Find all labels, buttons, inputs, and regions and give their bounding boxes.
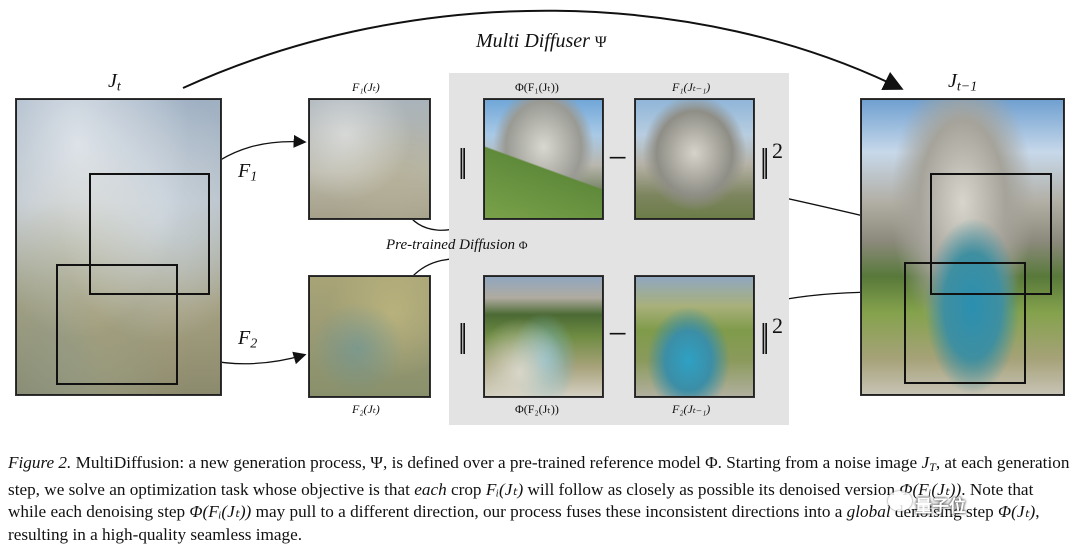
crop2-caption: F₂(Jₜ) — [352, 402, 380, 416]
crop-box-f1 — [89, 173, 210, 295]
crop-f1-image — [308, 98, 431, 220]
crop-expression: Fᵢ(Jₜ) — [485, 479, 524, 499]
jt-symbol-sub: T — [929, 460, 936, 474]
target-f1-image — [634, 98, 755, 220]
top-arc-arrow — [182, 9, 904, 90]
figure-label: Figure 2. — [8, 453, 72, 472]
multi-diffuser-text: Multi Diffuser — [476, 30, 590, 52]
pretrained-label: Pre-trained Diffusion Φ — [386, 237, 528, 254]
multi-diffuser-label: Multi Diffuser Ψ — [476, 30, 607, 53]
caption-text: , resulting in a high-quality seamless i… — [8, 502, 1040, 544]
jt-minus-1-label: Jt−1 — [948, 70, 977, 96]
f1-label: F1 — [238, 160, 257, 186]
watermark: 量子位 — [915, 497, 966, 517]
norm-open-1: || — [458, 143, 467, 180]
denoised-f1-image — [483, 98, 604, 220]
result-image — [860, 98, 1065, 396]
crop-box-f2 — [56, 264, 178, 385]
jt-sub: t — [116, 79, 121, 95]
wechat-icon — [888, 491, 912, 511]
figure-caption: Figure 2. MultiDiffusion: a new generati… — [8, 452, 1070, 546]
norm-close-2: || — [760, 318, 769, 355]
psi-symbol: Ψ — [594, 34, 607, 51]
phi-symbol: Φ — [518, 238, 528, 252]
caption-text: , at each generation step, we solve an o… — [8, 453, 1070, 499]
jt1-sub: t−1 — [956, 79, 978, 95]
noise-image — [15, 98, 222, 396]
crop1-caption: F₁(Jₜ) — [352, 80, 380, 94]
jt-symbol: J — [921, 453, 930, 472]
crop-f2-image — [308, 275, 431, 398]
emphasis-global: global — [846, 502, 891, 521]
f2-label: F2 — [238, 327, 257, 353]
caption-text: will follow as closely as possible its d… — [523, 479, 900, 499]
f1-sub: 1 — [250, 169, 258, 185]
norm-close-1: || — [760, 143, 769, 180]
denoised-expression: Φ(Fᵢ(Jₜ)) — [899, 479, 962, 499]
pretrained-text: Pre-trained Diffusion — [386, 237, 516, 253]
result-box-1 — [930, 173, 1052, 295]
minus-1: − — [608, 140, 628, 177]
target1-caption: F₁(Jₜ₋₁) — [672, 80, 711, 94]
caption-text: may pull to a different direction, our p… — [251, 502, 847, 521]
emphasis-each: each — [414, 479, 447, 499]
caption-text: . Note that while each denoising step — [8, 479, 1034, 522]
minus-2: − — [608, 316, 628, 353]
f1-base: F — [238, 160, 251, 182]
f2-sub: 2 — [250, 336, 258, 352]
denoised-f2-image — [483, 275, 604, 398]
jt1-base: J — [948, 70, 957, 92]
jt-label: Jt — [108, 70, 121, 96]
caption-text: MultiDiffusion: a new generation process… — [71, 453, 922, 472]
target-f2-image — [634, 275, 755, 398]
step-expression: Φ(Fᵢ(Jₜ)) — [189, 502, 252, 521]
target2-caption: F₂(Jₜ₋₁) — [672, 402, 711, 416]
result-box-2 — [904, 262, 1026, 384]
norm-open-2: || — [458, 318, 467, 355]
phi1-caption: Φ(F₁(Jₜ)) — [515, 80, 559, 94]
f2-base: F — [238, 327, 251, 349]
caption-text: denoising step — [890, 502, 999, 521]
global-expression: Φ(Jₜ) — [998, 502, 1036, 521]
phi2-caption: Φ(F₂(Jₜ)) — [515, 402, 559, 416]
square-2: 2 — [772, 313, 783, 338]
jt-base: J — [108, 70, 117, 92]
caption-text: crop — [446, 479, 486, 499]
square-1: 2 — [772, 138, 783, 163]
